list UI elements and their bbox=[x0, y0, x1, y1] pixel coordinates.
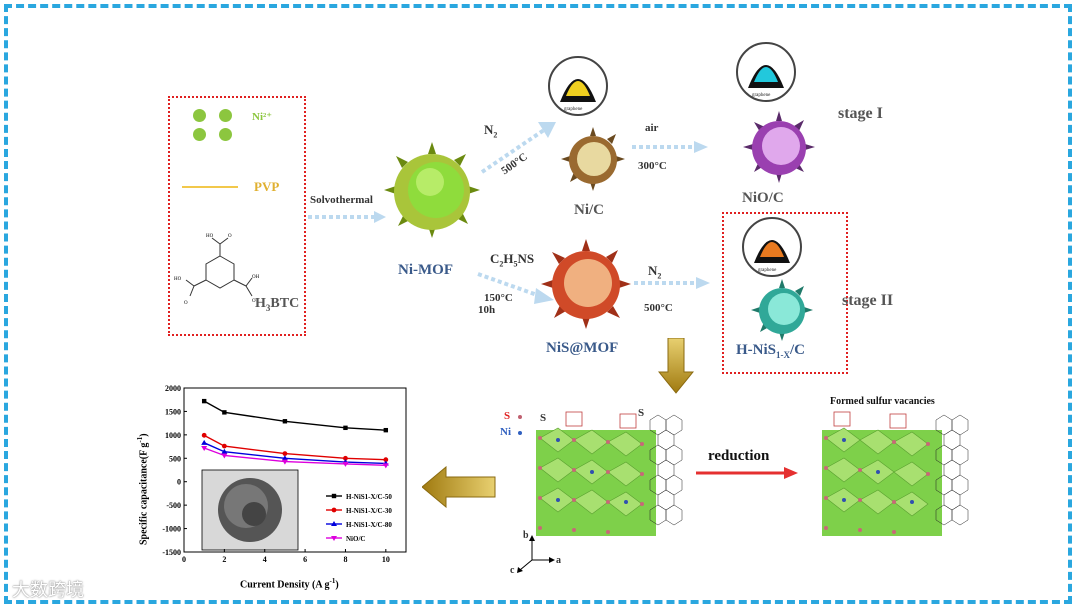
stage2-label: stage II bbox=[842, 292, 893, 310]
y-tick-label: -1000 bbox=[162, 525, 181, 534]
hnis-zoom-circle: graphene bbox=[740, 215, 804, 279]
hnis-label: H-NiS1-X/C bbox=[736, 342, 805, 360]
legend-label: H-NiS1-X/C-80 bbox=[346, 521, 392, 529]
nic-zoom-circle: graphene bbox=[546, 54, 610, 118]
axis-c-label: c bbox=[510, 565, 514, 576]
x-tick-label: 4 bbox=[263, 555, 267, 564]
pvp-label: PVP bbox=[254, 179, 279, 195]
data-point bbox=[343, 426, 347, 430]
svg-text:O: O bbox=[228, 234, 232, 239]
axis-a-label: a bbox=[556, 555, 561, 566]
hnis-particle bbox=[750, 278, 814, 342]
air-label: air bbox=[645, 122, 658, 134]
btc-label: H3BTC bbox=[255, 296, 299, 313]
nic-particle bbox=[560, 126, 626, 192]
nismof-label: NiS@MOF bbox=[546, 340, 618, 357]
temp-500-bottom: 500°C bbox=[644, 302, 673, 314]
down-arrow bbox=[658, 338, 694, 394]
axis-indicator bbox=[512, 532, 562, 578]
y-tick-label: 500 bbox=[169, 454, 181, 463]
pvp-line bbox=[182, 186, 238, 188]
svg-text:HO: HO bbox=[174, 277, 182, 282]
crystal-structure-vacancies bbox=[816, 410, 976, 540]
data-point bbox=[332, 494, 336, 498]
nioc-particle bbox=[742, 110, 816, 184]
reduction-arrow bbox=[694, 466, 800, 480]
s-legend-dot bbox=[518, 415, 522, 419]
ni-ion-label: Ni²⁺ bbox=[252, 110, 272, 123]
solvothermal-arrow bbox=[306, 210, 388, 224]
axis-b-label: b bbox=[523, 530, 529, 541]
capacitance-chart: 2000 1500 1000 500 0 -500 -1000 -1500 0 2 4 6 8 10 H… bbox=[146, 382, 412, 574]
data-point bbox=[222, 444, 227, 449]
legend-label: H-NiS1-X/C-30 bbox=[346, 507, 392, 515]
ni-legend: Ni bbox=[500, 426, 511, 438]
x-tick-label: 6 bbox=[303, 555, 307, 564]
nioc-zoom-circle: graphene bbox=[734, 40, 798, 104]
x-tick-label: 2 bbox=[222, 555, 226, 564]
y-tick-label: 1500 bbox=[165, 407, 181, 416]
legend-label: H-NiS1-X/C-50 bbox=[346, 493, 392, 501]
data-point bbox=[384, 428, 388, 432]
ni-ion-dots bbox=[193, 109, 235, 143]
temp-300-label: 300°C bbox=[638, 160, 667, 172]
x-tick-label: 8 bbox=[343, 555, 347, 564]
s-legend: S bbox=[504, 410, 510, 422]
x-tick-label: 0 bbox=[182, 555, 186, 564]
y-tick-label: -500 bbox=[166, 501, 181, 510]
time-10h-label: 10h bbox=[478, 304, 495, 316]
temp-150-label: 150°C bbox=[484, 292, 513, 304]
svg-text:OH: OH bbox=[252, 275, 260, 280]
tem-inset-image bbox=[202, 470, 298, 550]
nismof-particle bbox=[540, 238, 632, 330]
y-tick-label: -1500 bbox=[162, 548, 181, 557]
data-point bbox=[202, 399, 206, 403]
data-point bbox=[222, 410, 226, 414]
c2h5ns-label: C2H5NS bbox=[490, 251, 534, 269]
arrow-to-hnis bbox=[632, 276, 712, 290]
reduction-label: reduction bbox=[708, 448, 769, 465]
nioc-label: NiO/C bbox=[742, 190, 784, 207]
data-point bbox=[202, 433, 207, 438]
ni-mof-particle bbox=[382, 140, 482, 240]
graphene-label-2: graphene bbox=[752, 93, 771, 98]
ni-legend-dot bbox=[518, 431, 522, 435]
graphene-label-3: graphene bbox=[758, 268, 777, 273]
data-point bbox=[283, 419, 287, 423]
arrow-to-nic bbox=[478, 118, 560, 178]
data-point bbox=[332, 508, 337, 513]
svg-text:HO: HO bbox=[206, 234, 214, 239]
y-tick-label: 0 bbox=[177, 478, 181, 487]
legend-label: NiO/C bbox=[346, 535, 365, 543]
crystal-structure-pristine bbox=[530, 410, 690, 540]
svg-text:O: O bbox=[184, 301, 188, 306]
graphene-label-1: graphene bbox=[564, 107, 583, 112]
stage1-label: stage I bbox=[838, 105, 883, 123]
vacancies-label: Formed sulfur vacancies bbox=[830, 396, 935, 407]
nimof-label: Ni-MOF bbox=[398, 262, 453, 279]
left-arrow bbox=[422, 466, 496, 508]
solvothermal-label: Solvothermal bbox=[310, 194, 373, 206]
data-point bbox=[283, 451, 288, 456]
arrow-to-nioc bbox=[630, 140, 710, 154]
chart-xlabel: Current Density (A g-1) bbox=[240, 577, 339, 590]
y-tick-label: 1000 bbox=[165, 431, 181, 440]
y-tick-label: 2000 bbox=[165, 384, 181, 393]
nic-label: Ni/C bbox=[574, 202, 604, 219]
watermark-text: 大数跨境 bbox=[12, 576, 84, 602]
x-tick-label: 10 bbox=[382, 555, 390, 564]
